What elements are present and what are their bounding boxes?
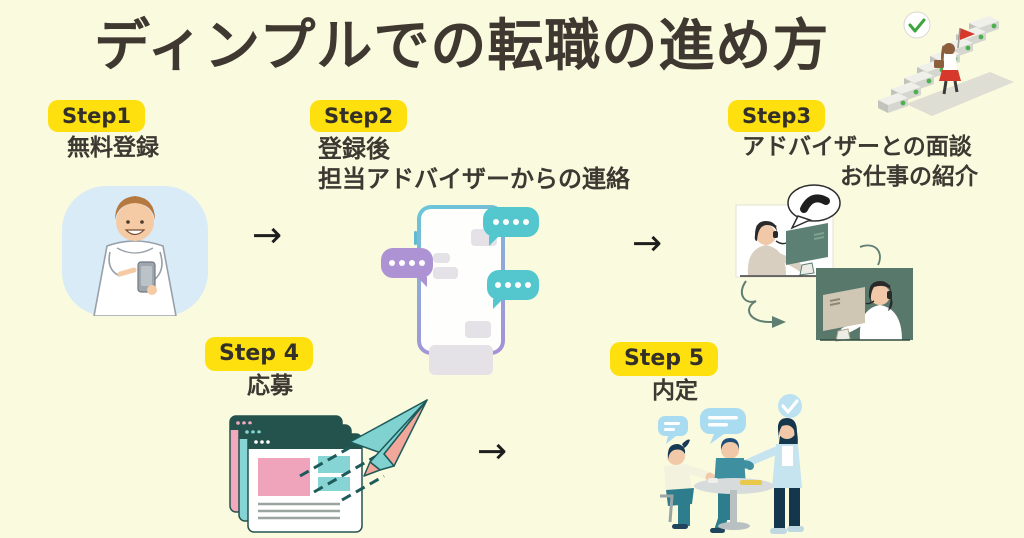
teal-chat-bubble-icon: [487, 270, 539, 309]
step1-caption-line: 無料登録: [67, 135, 159, 161]
standing-woman-figure: [739, 418, 804, 534]
advisor-video-call-illustration: [735, 184, 913, 342]
curvy-arrow-icon: [740, 280, 786, 328]
page-title: ディンプルでの転職の進め方: [94, 14, 830, 79]
checkmark-bubble-icon: [903, 11, 931, 39]
step3-caption-line1: アドバイザーとの面談: [742, 134, 972, 160]
teal-chat-bubble-icon: [483, 207, 539, 246]
stairs-success-illustration: [878, 11, 1014, 116]
step3-caption-line2: お仕事の紹介: [840, 164, 978, 190]
step3-badge: Step3: [728, 100, 826, 133]
arrow-step1-to-step2-icon: →: [252, 215, 283, 256]
check-circle-icon: [778, 394, 802, 418]
phone-side-button: [414, 231, 417, 245]
seated-woman-figure: [660, 439, 715, 529]
step2-caption-line1: 登録後: [318, 135, 390, 163]
chat-message-block: [465, 321, 491, 338]
chat-message-block: [433, 267, 458, 279]
step2-caption-line2: 担当アドバイザーからの連絡: [318, 165, 630, 193]
step2-caption: 登録後 担当アドバイザーからの連絡: [318, 134, 630, 194]
chat-message-block: [429, 345, 493, 375]
step4-badge: Step 4: [205, 337, 313, 371]
job-application-illustration: [229, 399, 428, 533]
step4-caption-line: 応募: [247, 373, 293, 399]
job-offer-handshake-illustration: [658, 394, 804, 534]
chat-message-block: [433, 253, 450, 263]
speech-bubble-small: [658, 416, 688, 444]
purple-chat-bubble-icon: [381, 248, 433, 287]
step5-caption: 内定: [652, 376, 698, 406]
monitor1-icon: [786, 223, 828, 276]
step5-badge: Step 5: [610, 342, 718, 376]
arrow-step4-to-step5-icon: →: [477, 431, 508, 472]
speech-bubble-large: [700, 408, 746, 444]
step2-badge: Step2: [310, 100, 408, 133]
monitor2-icon: [823, 287, 865, 342]
man-with-smartphone-illustration: [93, 196, 177, 316]
advisor1-figure: [747, 221, 806, 275]
step4-caption: 応募: [247, 371, 293, 401]
climbing-woman-figure: [934, 27, 975, 95]
step3-caption: アドバイザーとの面談 お仕事の紹介: [742, 132, 978, 192]
arrow-step2-to-step3-icon: →: [632, 223, 663, 264]
step5-caption-line: 内定: [652, 378, 698, 404]
paper-plane-icon: [349, 399, 428, 477]
step1-badge: Step1: [48, 100, 146, 133]
step1-caption: 無料登録: [67, 133, 159, 163]
phone-call-bubble-icon: [787, 184, 841, 230]
table-icon: [694, 478, 774, 530]
